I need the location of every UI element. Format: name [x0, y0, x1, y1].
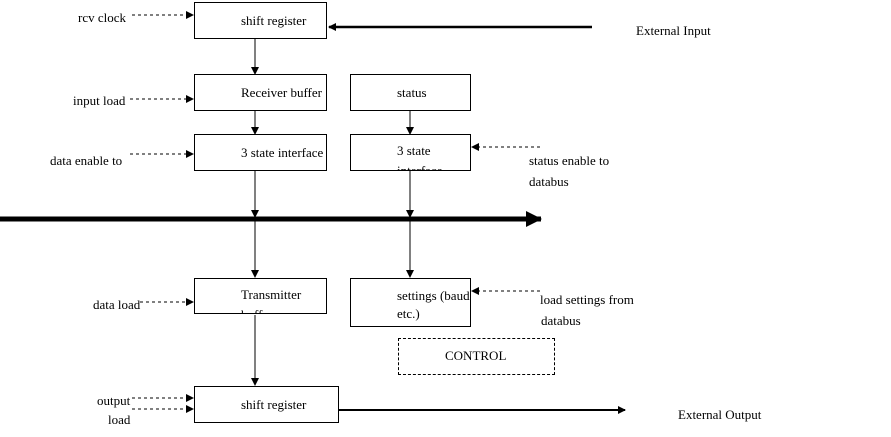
receiver-buffer-block: Receiver buffer	[194, 74, 327, 111]
transmitter-buffer-line1: Transmitter	[241, 287, 302, 302]
status-label: status	[397, 85, 427, 100]
status-3state-interface-block: 3 state interface	[350, 134, 471, 171]
status-3state-line2: interface	[397, 163, 443, 171]
load-settings-label-2: databus	[541, 313, 581, 328]
input-load-label: input load	[73, 93, 126, 108]
transmitter-buffer-block: Transmitter buffer	[194, 278, 327, 314]
status-3state-line1: 3 state	[397, 143, 431, 158]
transmitter-buffer-line2: buffer	[241, 307, 273, 313]
settings-line1: settings (baud,	[397, 288, 471, 303]
load-settings-label-1: load settings from	[540, 292, 634, 307]
rcv-clock-label: rcv clock	[78, 10, 127, 25]
status-enable-label-2: databus	[529, 174, 569, 189]
output-load-label-2: load	[108, 412, 131, 427]
data-3state-interface-label: 3 state interface	[241, 145, 324, 160]
settings-line2: etc.)	[397, 306, 420, 321]
status-enable-label-1: status enable to	[529, 153, 610, 168]
shift-register-input-label: shift register	[241, 13, 307, 28]
shift-register-input-block: shift register	[194, 2, 327, 39]
data-load-label: data load	[93, 297, 141, 312]
shift-register-output-block: shift register	[194, 386, 339, 423]
data-3state-interface-block: 3 state interface	[194, 134, 327, 171]
receiver-buffer-label: Receiver buffer	[241, 85, 322, 100]
control-block: CONTROL	[398, 338, 555, 375]
control-label: CONTROL	[445, 348, 507, 363]
external-input-label: External Input	[636, 23, 711, 38]
output-load-label-1: output	[97, 393, 131, 408]
external-output-label: External Output	[678, 407, 762, 422]
data-enable-label: data enable to	[50, 153, 123, 168]
settings-block: settings (baud, etc.)	[350, 278, 471, 327]
shift-register-output-label: shift register	[241, 397, 307, 412]
status-block: status	[350, 74, 471, 111]
